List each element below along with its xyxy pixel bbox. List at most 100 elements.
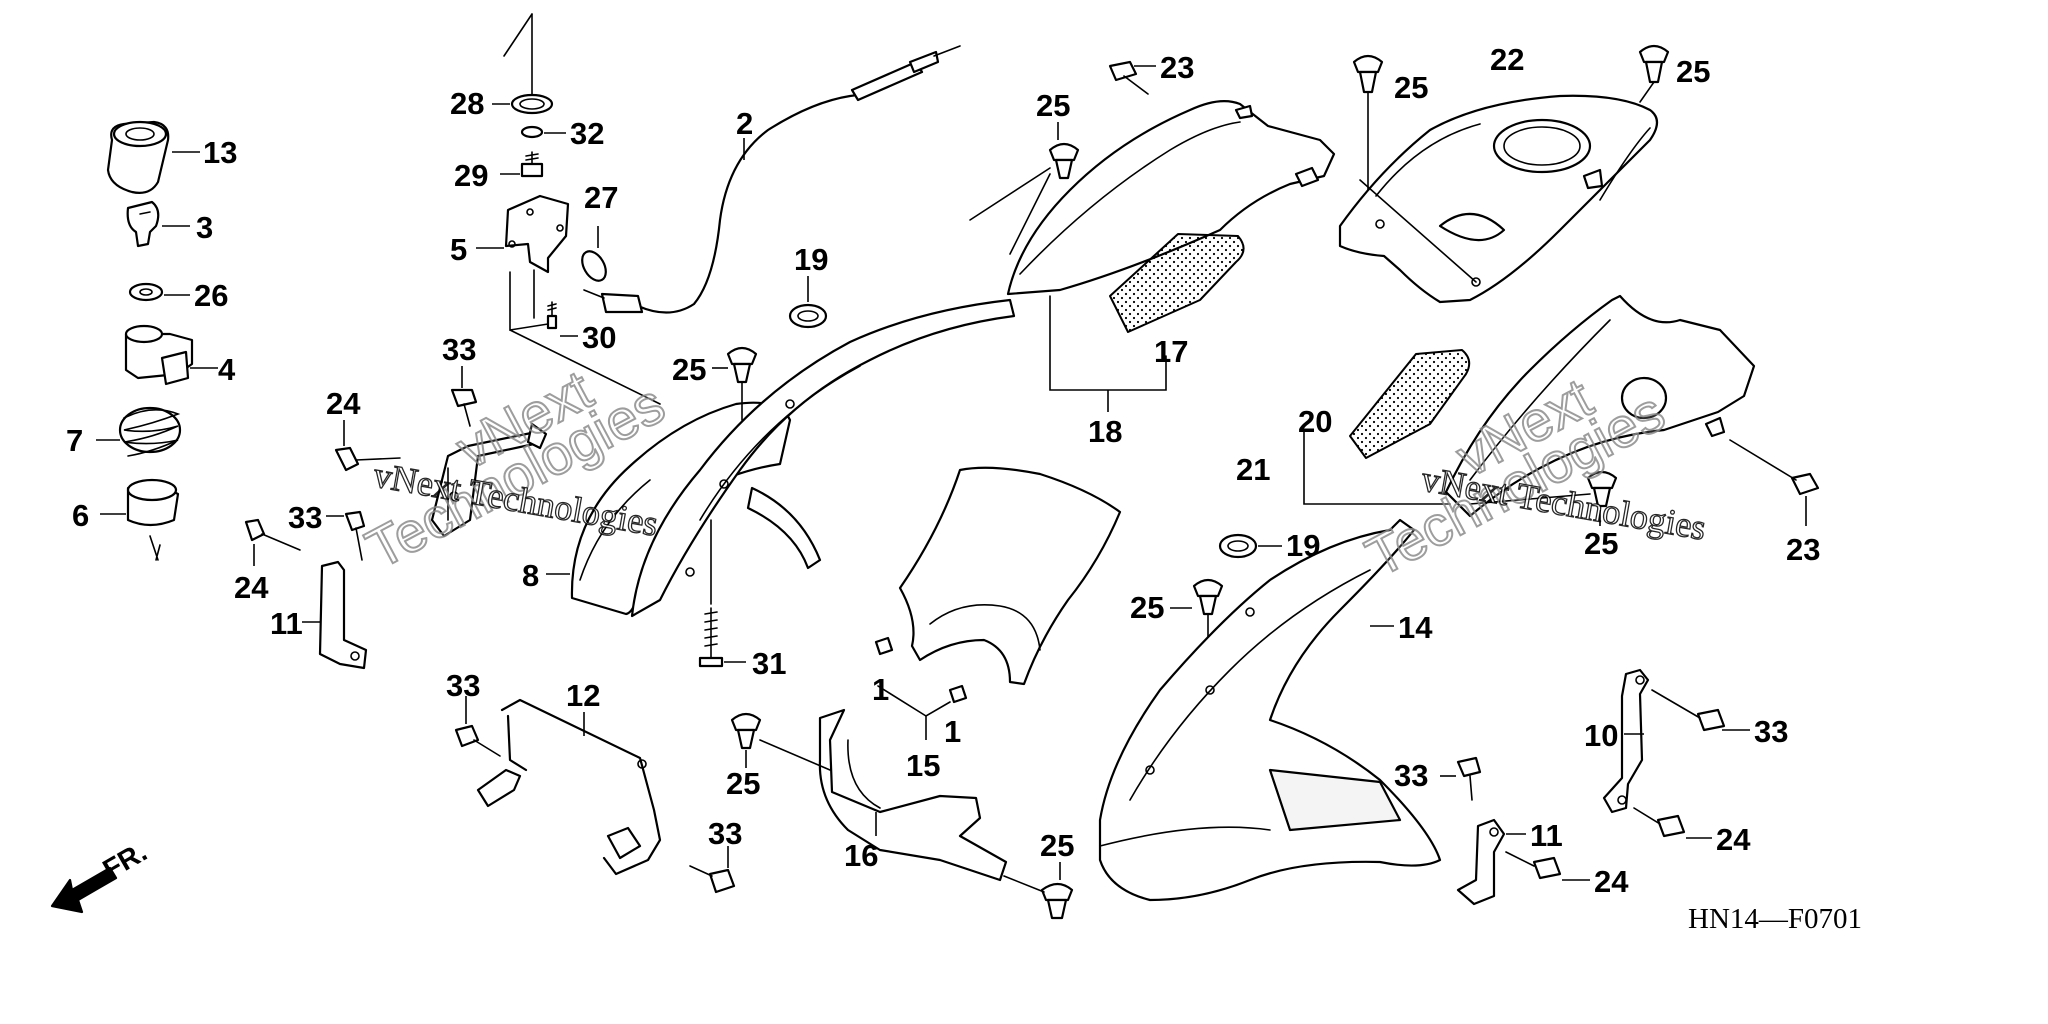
callout-5: 5 [450,232,467,267]
bolt-33-b [326,510,366,561]
part-25-clip-b [730,712,831,771]
callout-31: 31 [752,646,786,681]
part-19-grommet-b [1218,533,1282,559]
bolt-23-a [1108,60,1156,95]
callout-25-c: 25 [1040,828,1074,863]
callout-labels: 13 3 26 4 7 6 28 32 29 5 27 30 2 33 24 3… [66,42,1820,899]
part-20-pad [1349,349,1471,459]
callout-14: 14 [1398,610,1433,645]
callout-11-b: 11 [1530,818,1563,853]
callout-10: 10 [1584,718,1618,753]
part-16-lower-cover [818,708,1008,882]
part-frame-panel [630,298,1016,618]
part-9-bracket [430,422,548,538]
callout-25-a: 25 [672,352,706,387]
part-22-tank-cover [1338,94,1659,304]
callout-32: 32 [570,116,604,151]
part-11-stay-left [302,560,368,670]
callout-25-h: 25 [1130,590,1164,625]
callout-25-b: 25 [726,766,760,801]
part-2-cable [583,45,961,314]
callout-25-e: 25 [1394,70,1428,105]
part-18-bracket-line [1049,295,1167,412]
callout-1-b: 1 [944,714,961,749]
callout-6: 6 [72,498,89,533]
callout-13: 13 [203,135,237,170]
part-6-collar [100,478,180,561]
callout-19-b: 19 [1286,528,1320,563]
part-12-stay [476,698,662,876]
callout-17: 17 [1154,334,1188,369]
part-31-bolt [698,519,746,668]
callout-33-e: 33 [1394,758,1428,793]
callout-29: 29 [454,158,488,193]
callout-12: 12 [566,678,600,713]
part-7-spring [96,406,182,457]
callout-24-b: 24 [234,570,269,605]
callout-33-d: 33 [708,816,742,851]
callout-30: 30 [582,320,616,355]
diagram-code: HN14—F0701 [1688,903,1862,935]
callout-33-b: 33 [288,500,322,535]
callout-3: 3 [196,210,213,245]
callout-1-a: 1 [872,672,889,707]
bolt-25-f [1638,44,1670,103]
part-17-pad [1109,233,1245,333]
part-10-stay [1602,668,1650,814]
part-32-washer [520,125,566,139]
part-5-bracket [476,194,570,274]
part-4-housing [124,324,218,386]
callout-28: 28 [450,86,484,121]
bolt-33-d [689,846,736,894]
callout-25-d: 25 [1036,88,1070,123]
part-30-screw [509,269,661,405]
callout-2: 2 [736,106,753,141]
callout-33-f: 33 [1754,714,1788,749]
bolt-24-d [1633,807,1712,839]
part-25-clip-c [1003,862,1074,920]
part-29-screw [500,151,544,178]
callout-26: 26 [194,278,228,313]
callout-25-g: 25 [1584,526,1618,561]
callout-33-c: 33 [446,668,480,703]
callout-23-b: 23 [1786,532,1820,567]
callout-27: 27 [584,180,618,215]
callout-19-a: 19 [794,242,828,277]
part-14-rear-fender [1098,518,1442,902]
part-21-side-cover [1303,294,1756,518]
bolt-23-b [1729,439,1820,526]
callout-25-f: 25 [1676,54,1710,89]
part-3-knob [126,200,190,248]
part-27-grommet [581,226,607,282]
callout-11-a: 11 [270,606,303,641]
bolt-24-b [244,518,301,566]
callout-24-a: 24 [326,386,361,421]
callout-4: 4 [218,352,236,387]
bolt-33-c [454,696,501,757]
callout-8: 8 [522,558,539,593]
bolt-24-c [1505,851,1590,881]
callout-20: 20 [1298,404,1332,439]
callout-22: 22 [1490,42,1524,77]
part-26-washer [128,282,190,302]
bolt-33-a [450,366,478,427]
callout-18: 18 [1088,414,1122,449]
bolt-33-e [1440,756,1482,801]
part-28-oring [492,13,554,115]
callout-24-d: 24 [1716,822,1751,857]
part-25-clip-g [1469,470,1618,526]
callout-33-a: 33 [442,332,476,367]
bolt-33-f [1651,689,1750,732]
part-25-clip-d [969,122,1080,255]
part-15-center-cover [874,466,1122,740]
callout-23-a: 23 [1160,50,1194,85]
callout-24-c: 24 [1594,864,1629,899]
part-25-clip-a [712,346,758,421]
callout-7: 7 [66,423,83,458]
part-13-cover [106,120,200,194]
part-19-grommet-a [788,276,828,329]
callout-16: 16 [844,838,878,873]
bolt-25-e [1352,54,1384,197]
part-25-clip-h [1170,578,1224,661]
